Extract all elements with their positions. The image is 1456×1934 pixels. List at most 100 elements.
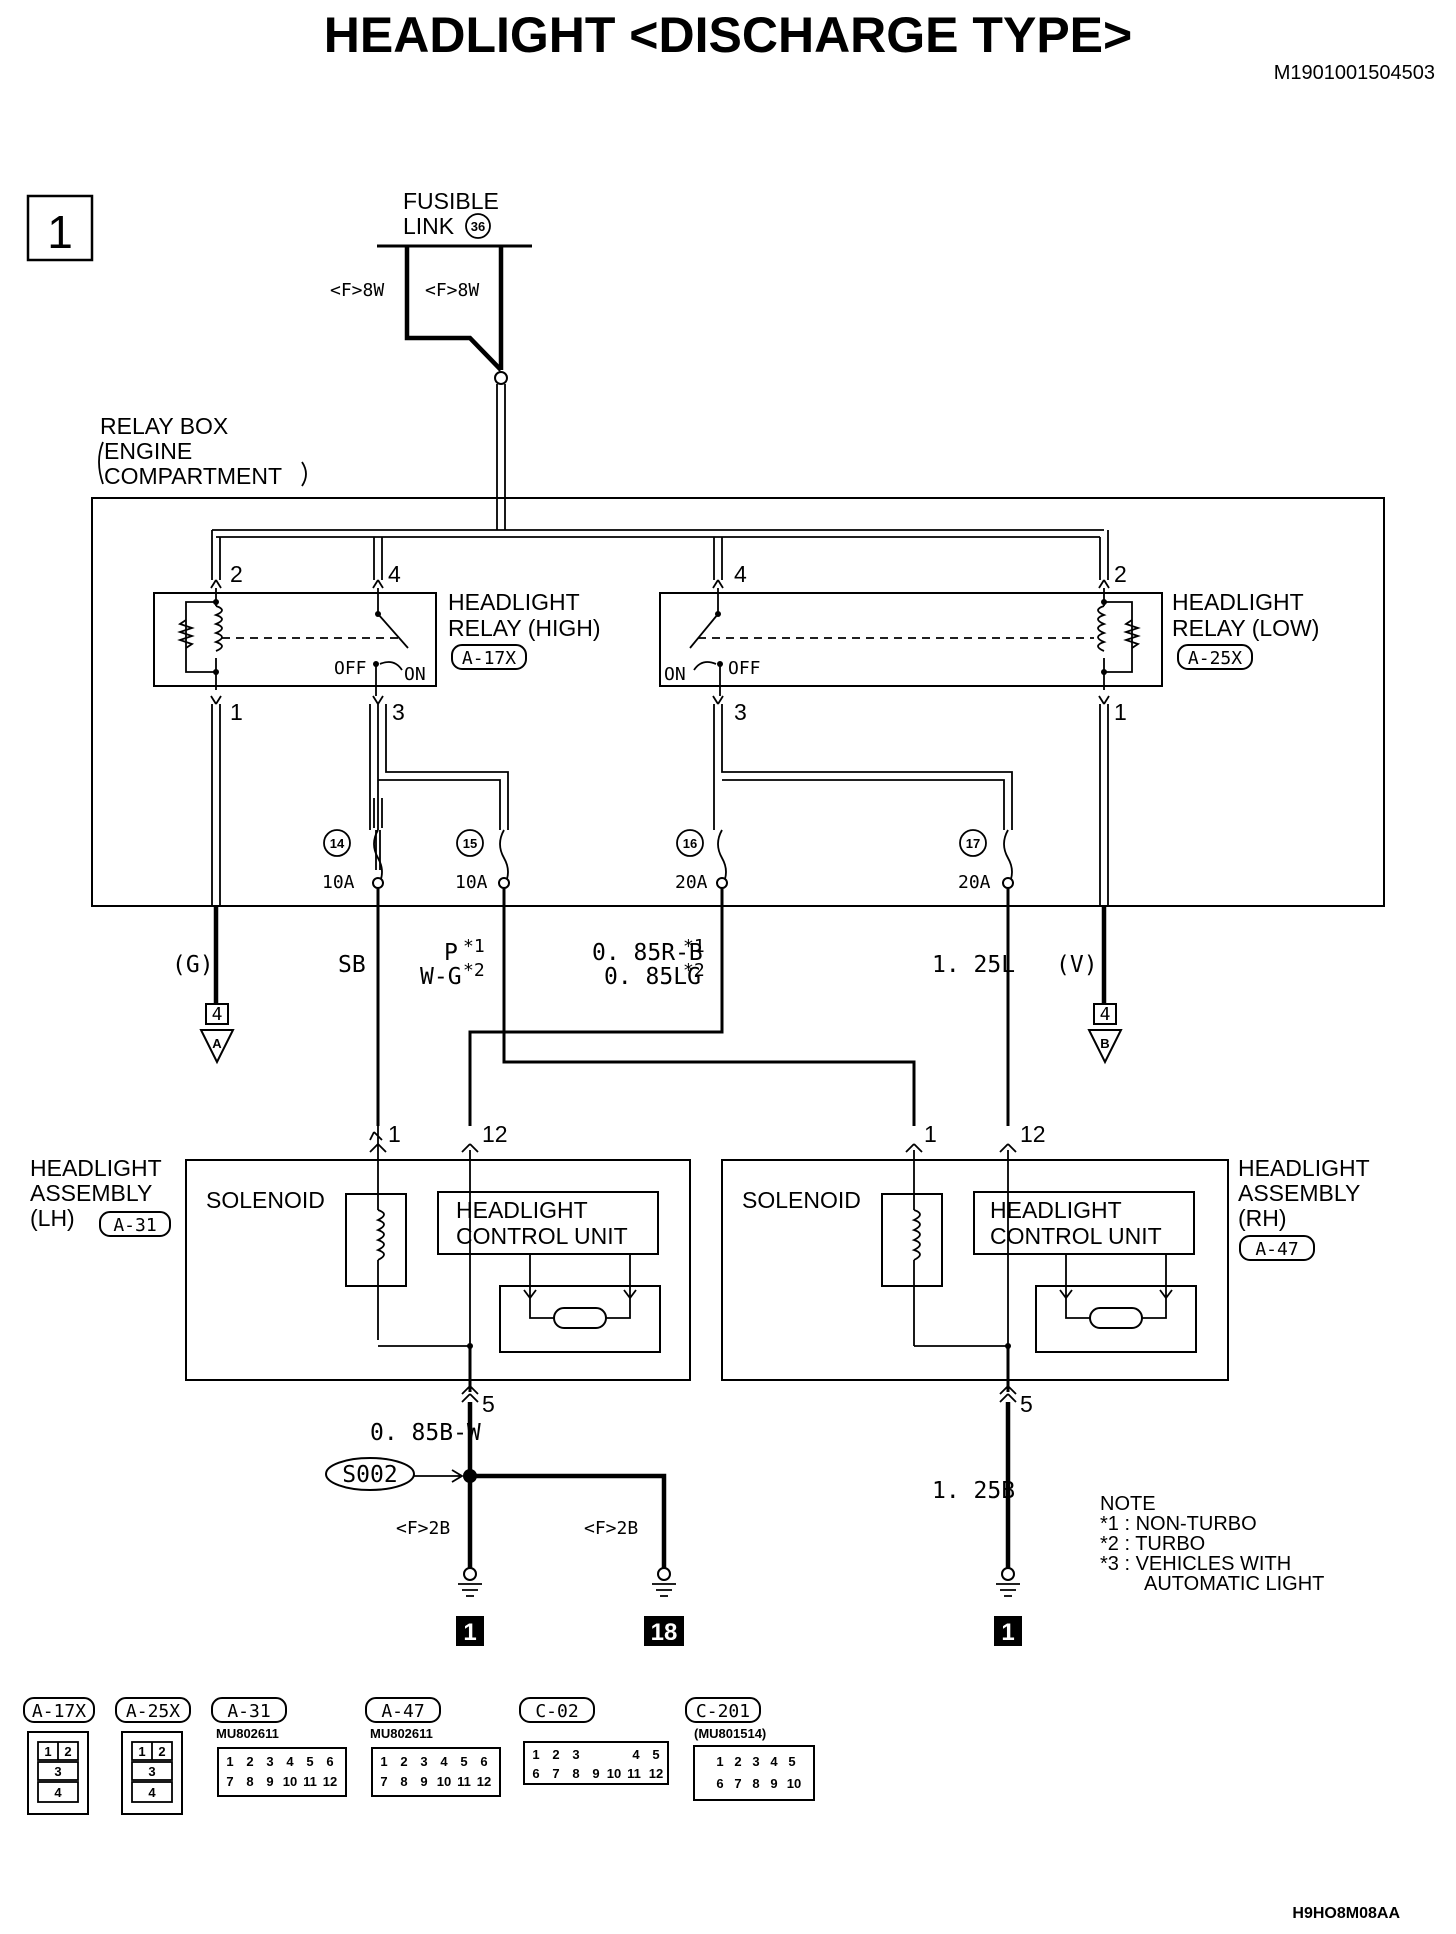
assembly-rh-pin1: 1: [924, 1121, 937, 1147]
fuse-17-rating: 20A: [958, 872, 991, 893]
pin: 10: [283, 1774, 297, 1789]
wire-sb: SB: [338, 952, 366, 978]
pin: 6: [480, 1754, 487, 1769]
note-title: NOTE: [1100, 1493, 1156, 1515]
pin: 1: [380, 1754, 387, 1769]
assembly-rh-line3: (RH): [1238, 1205, 1287, 1231]
pin: 5: [788, 1754, 795, 1769]
control-unit-lh: [437, 1191, 659, 1255]
offpage-a-letter: A: [212, 1036, 222, 1051]
connector-a25x: A-25X 1 2 3 4: [115, 1697, 191, 1815]
wire-wg-star2: *2: [463, 960, 485, 981]
fusible-link-line2: LINK: [403, 213, 455, 239]
fuse-14-number: 14: [330, 836, 345, 851]
ground-1-left-label: 1: [463, 1619, 476, 1646]
connector-c201-row2: 6 7 8 9 10: [716, 1776, 801, 1791]
pin: 9: [266, 1774, 273, 1789]
connector-a17x-pin4: 4: [54, 1785, 62, 1800]
relay-low-connector: A-25X: [1188, 648, 1242, 669]
offpage-connector-b: 4 B: [1087, 1003, 1123, 1065]
pin: 8: [752, 1776, 759, 1791]
connector-c201-part: (MU801514): [694, 1726, 766, 1741]
connector-a31-tag: A-31: [227, 1701, 270, 1722]
page-marker: 1: [26, 194, 94, 262]
fusible-link-number-circle: [465, 213, 491, 239]
wire-p-star1: *1: [463, 936, 485, 957]
pin: 7: [552, 1766, 559, 1781]
fuse-14: 14 10A: [322, 798, 384, 893]
note-item-1: *1 : NON-TURBO: [1100, 1513, 1257, 1535]
pin: 9: [592, 1766, 599, 1781]
pin: 4: [286, 1754, 294, 1769]
splice-label: S002: [342, 1462, 397, 1488]
wire-f2b-right: <F>2B: [584, 1518, 638, 1539]
connector-a17x-pin3: 3: [54, 1764, 61, 1779]
pin: 8: [246, 1774, 253, 1789]
relay-low: 4 2 3 1 ON OFF HEADLIGHT RELAY (LOW) A-2…: [659, 561, 1319, 725]
relay-high-coil: [213, 605, 223, 652]
connector-a31-row1: 1 2 3 4 5 6: [226, 1754, 333, 1769]
connector-a31: A-31 MU802611 1 2 3 4 5 6 7 8 9 10 11 12: [211, 1697, 347, 1797]
pin: 1: [716, 1754, 723, 1769]
relay-high-off: OFF: [334, 658, 367, 679]
pin: 8: [572, 1766, 579, 1781]
relay-box-line2: ENGINE: [104, 438, 192, 464]
pin: 3: [572, 1747, 579, 1762]
pin: 2: [734, 1754, 741, 1769]
pin: 4: [770, 1754, 778, 1769]
assembly-lh-unit2: CONTROL UNIT: [456, 1223, 628, 1249]
relay-low-pin1: 1: [1114, 699, 1127, 725]
assembly-rh-connector: A-47: [1255, 1239, 1298, 1260]
assembly-rh-line1: HEADLIGHT: [1238, 1155, 1370, 1181]
relay-high-resistor: [177, 619, 195, 649]
pin: 4: [632, 1747, 640, 1762]
pin: 10: [437, 1774, 451, 1789]
connector-a47-row1: 1 2 3 4 5 6: [380, 1754, 487, 1769]
assembly-lh-pin5: 5: [482, 1391, 495, 1417]
connector-a47: A-47 MU802611 1 2 3 4 5 6 7 8 9 10 11 12: [365, 1697, 501, 1797]
wire-lg-star2: *2: [683, 960, 705, 981]
pin: 1: [226, 1754, 233, 1769]
pin: 2: [552, 1747, 559, 1762]
assembly-lh-connector: A-31: [113, 1215, 156, 1236]
fuse-16-rating: 20A: [675, 872, 708, 893]
relay-box: RELAY BOX ENGINE COMPARTMENT: [91, 413, 1385, 907]
connector-a25x-pin3: 3: [148, 1764, 155, 1779]
pin: 3: [266, 1754, 273, 1769]
assembly-lh-pin1: 1: [388, 1121, 401, 1147]
relay-high-pin1: 1: [230, 699, 243, 725]
note: NOTE *1 : NON-TURBO *2 : TURBO *3 : VEHI…: [1100, 1493, 1324, 1595]
page-marker-number: 1: [47, 206, 73, 258]
pin: 2: [400, 1754, 407, 1769]
ground-18-label: 18: [651, 1619, 678, 1646]
assembly-lh-line2: ASSEMBLY: [30, 1180, 152, 1206]
relay-low-on: ON: [664, 664, 686, 685]
note-item-2: *2 : TURBO: [1100, 1533, 1205, 1555]
wire-wg: W-G: [420, 964, 462, 990]
wire-label-8w-left: <F>8W: [330, 280, 384, 301]
fuse-16: 16 20A: [675, 829, 728, 893]
pin: 11: [303, 1774, 317, 1789]
assembly-lh-line1: HEADLIGHT: [30, 1155, 162, 1181]
relay-low-resistor: [1123, 619, 1141, 649]
relay-low-pin3: 3: [734, 699, 747, 725]
wire-label-8w-right: <F>8W: [425, 280, 479, 301]
pin: 6: [532, 1766, 539, 1781]
relay-low-line2: RELAY (LOW): [1172, 615, 1319, 641]
headlight-assembly-rh: HEADLIGHT ASSEMBLY (RH) A-47 1 12 SOLENO…: [721, 1121, 1370, 1417]
relay-low-coil: [1097, 605, 1107, 652]
relay-low-pin4: 4: [734, 561, 747, 587]
ground-18: 18: [644, 1567, 684, 1646]
offpage-b-number: 4: [1100, 1004, 1111, 1025]
pin: 10: [607, 1766, 621, 1781]
wire-085bw: 0. 85B-W: [370, 1420, 481, 1446]
solenoid-lh: [345, 1193, 407, 1287]
offpage-connector-a: 4 A: [199, 1003, 235, 1065]
pin: 11: [457, 1774, 471, 1789]
pin: 6: [326, 1754, 333, 1769]
control-unit-rh: [973, 1191, 1195, 1255]
pin: 1: [532, 1747, 539, 1762]
wire-lg: 0. 85LG: [604, 964, 701, 990]
fuse-15: 15 10A: [455, 829, 510, 893]
connector-a17x-tag: A-17X: [32, 1701, 86, 1722]
